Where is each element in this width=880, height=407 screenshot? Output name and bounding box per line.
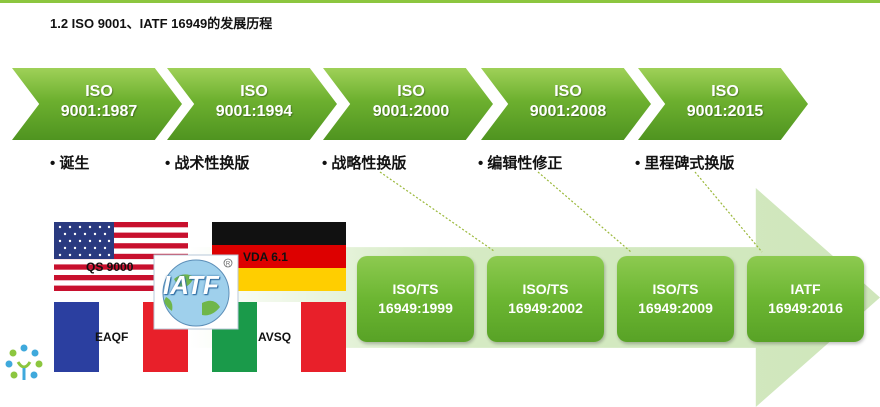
- auto-box-1999: [357, 256, 474, 342]
- iso-chevron-1987: [12, 68, 182, 140]
- france-flag-label: EAQF: [95, 330, 129, 344]
- iso-chevron-2000: [323, 68, 493, 140]
- note-2008: • 编辑性修正: [478, 155, 563, 172]
- auto-box-2002: [487, 256, 604, 342]
- note-1994: • 战术性换版: [165, 155, 250, 172]
- iso-chevron-1994: [167, 68, 337, 140]
- iatf-logo-text: IATF: [163, 270, 219, 300]
- germany-flag: [212, 222, 346, 291]
- italy-flag: [212, 302, 346, 372]
- italy-flag-label: AVSQ: [258, 330, 292, 344]
- iso-chevron-2015: [638, 68, 808, 140]
- iatf-logo: R: [153, 254, 239, 330]
- auto-box-2009: [617, 256, 734, 342]
- us-flag-label: QS 9000: [86, 260, 134, 274]
- connector-2000: [379, 171, 495, 252]
- auto-box-2016: [747, 256, 864, 342]
- note-2015: • 里程碑式换版: [635, 155, 735, 172]
- note-1987: • 诞生: [50, 155, 90, 172]
- company-logo-icon: [5, 344, 43, 380]
- page-title: 1.2 ISO 9001、IATF 16949的发展历程: [50, 16, 273, 31]
- svg-text:R: R: [226, 262, 231, 268]
- iso-chevron-2008: [481, 68, 651, 140]
- germany-flag-label: VDA 6.1: [243, 250, 288, 264]
- top-accent-line: [0, 0, 880, 3]
- note-2000: • 战略性换版: [322, 155, 407, 172]
- connector-2015: [694, 171, 763, 253]
- connector-2008: [537, 171, 632, 253]
